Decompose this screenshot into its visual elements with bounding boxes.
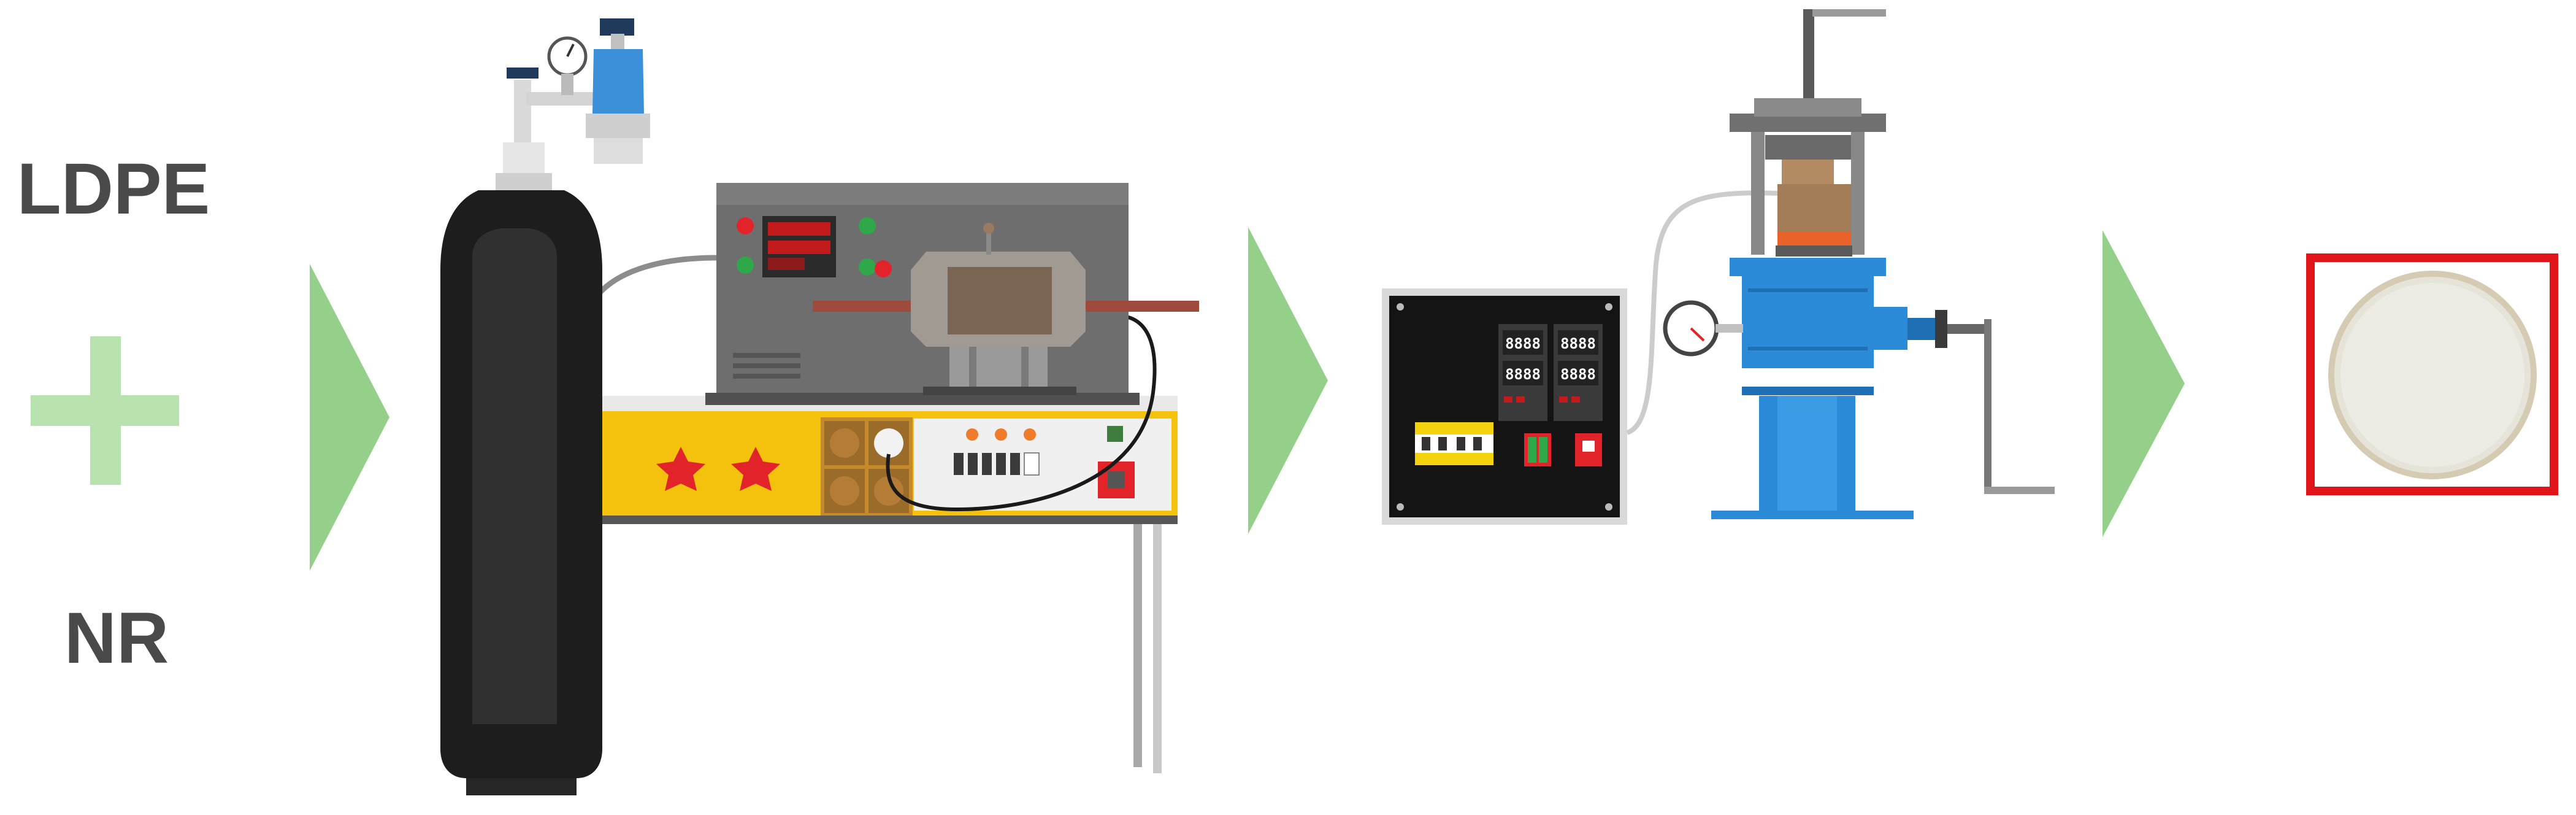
- controller-display-1: 8888: [1505, 335, 1541, 352]
- controller-display-3: 8888: [1560, 335, 1596, 352]
- mixing-station: [598, 314, 1178, 773]
- controller-display-4: 8888: [1560, 366, 1596, 383]
- press-blue-plate: [1730, 258, 1886, 276]
- plus-icon: [31, 336, 179, 485]
- gas-cylinder-icon: [440, 18, 650, 795]
- internal-mixer-icon: [596, 183, 1199, 405]
- arrow-right-icon: [2103, 230, 2185, 537]
- arrow-right-icon: [310, 264, 389, 571]
- knob-icon: [656, 447, 780, 491]
- material-nr-label: NR: [64, 598, 169, 679]
- temperature-controller-icon: 8888 8888 8888 8888: [1382, 190, 1779, 525]
- controller-display-2: 8888: [1505, 366, 1541, 383]
- material-ldpe-label: LDPE: [17, 149, 210, 230]
- hydraulic-press-icon: [1663, 9, 2055, 519]
- arrow-right-icon: [1248, 227, 1328, 534]
- sample-disc-icon: [2306, 253, 2558, 495]
